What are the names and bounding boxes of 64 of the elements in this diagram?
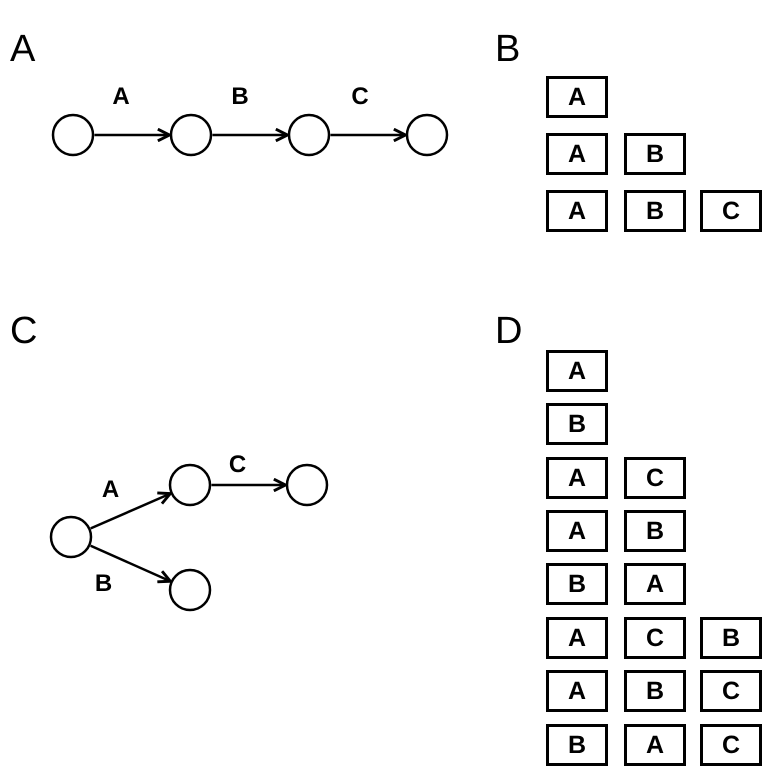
sequence-box <box>624 617 686 659</box>
box-label: B <box>722 626 740 650</box>
box-label: C <box>722 732 740 758</box>
sequence-box <box>624 510 686 552</box>
sequence-box <box>624 724 686 766</box>
box-label: C <box>722 678 740 704</box>
state-circle <box>168 463 212 507</box>
sequence-box <box>546 133 608 175</box>
panel-letter: C <box>10 312 38 350</box>
box-label: A <box>568 626 586 650</box>
state-circle <box>51 113 95 157</box>
sequence-box <box>624 190 686 232</box>
sequence-box <box>546 190 608 232</box>
box-label: A <box>568 358 586 384</box>
box-label: A <box>568 142 586 166</box>
arrow <box>90 491 172 530</box>
sequence-box <box>546 457 608 499</box>
box-label: A <box>568 198 586 224</box>
sequence-box <box>624 563 686 605</box>
box-label: C <box>646 626 664 650</box>
box-label: A <box>646 732 664 758</box>
arrow <box>330 128 407 142</box>
box-label: B <box>646 198 664 224</box>
box-label: A <box>568 466 586 490</box>
sequence-box <box>700 724 762 766</box>
sequence-box <box>546 76 608 118</box>
arrow <box>94 128 171 142</box>
box-label: A <box>568 518 586 544</box>
box-label: C <box>646 466 664 490</box>
sequence-box <box>546 350 608 392</box>
sequence-box <box>624 457 686 499</box>
sequence-box <box>546 670 608 712</box>
sequence-box <box>546 510 608 552</box>
sequence-box <box>700 617 762 659</box>
state-circle <box>405 113 449 157</box>
state-circle <box>169 113 213 157</box>
sequence-box <box>546 724 608 766</box>
box-label: B <box>646 142 664 166</box>
box-label: B <box>568 732 586 758</box>
box-label: B <box>646 518 664 544</box>
sequence-box <box>624 133 686 175</box>
sequence-box <box>546 403 608 445</box>
sequence-box <box>546 563 608 605</box>
sequence-box <box>546 617 608 659</box>
panel-letter: D <box>495 312 522 350</box>
box-label: A <box>568 678 586 704</box>
arrow <box>90 544 172 584</box>
state-circle <box>285 463 329 507</box>
sequence-box <box>700 190 762 232</box>
box-label: B <box>568 412 586 436</box>
box-label: C <box>722 198 740 224</box>
arrow <box>212 478 287 492</box>
box-label: B <box>568 572 586 596</box>
state-circle <box>49 515 93 559</box>
box-label: A <box>568 84 586 110</box>
panel-letter: B <box>495 30 520 68</box>
state-circle <box>287 113 331 157</box>
panel-letter: A <box>10 30 36 68</box>
arrow <box>212 128 289 142</box>
sequence-box <box>624 670 686 712</box>
sequence-box <box>700 670 762 712</box>
state-circle <box>168 568 212 612</box>
box-label: A <box>646 572 664 596</box>
box-label: B <box>646 678 664 704</box>
